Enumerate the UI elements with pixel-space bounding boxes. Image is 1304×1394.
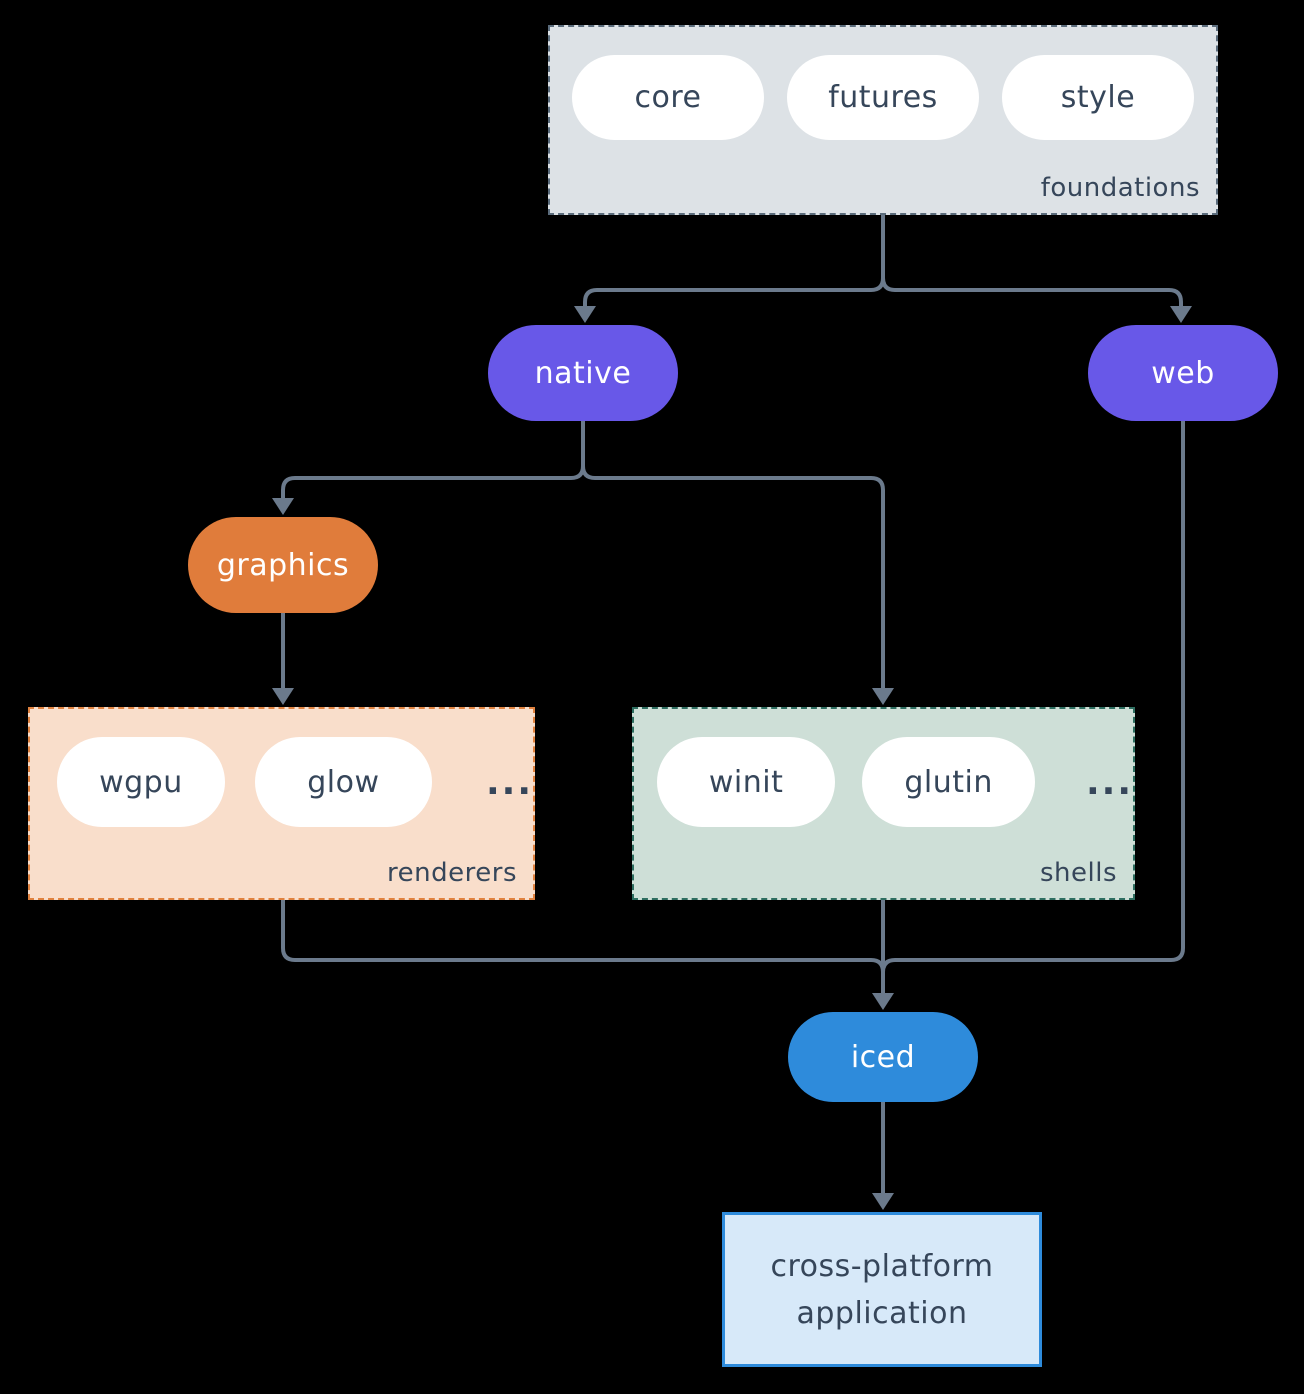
node-style: style xyxy=(1002,55,1194,140)
edge-renderers-to-iced xyxy=(281,900,885,973)
node-iced: iced xyxy=(788,1012,978,1102)
edge-native-to-graphics xyxy=(281,420,585,501)
node-glow: glow xyxy=(254,737,432,827)
shells-group: winit glutin ... shells xyxy=(632,707,1135,900)
cross-platform-application-box: cross-platform application xyxy=(722,1212,1042,1367)
edge-foundations-to-native xyxy=(583,215,885,309)
arrowhead-native xyxy=(574,306,596,323)
arrowhead-application xyxy=(872,1193,894,1210)
renderers-pill-row: wgpu glow ... xyxy=(30,709,533,827)
renderers-label: renderers xyxy=(387,858,517,888)
node-graphics: graphics xyxy=(188,517,378,613)
arrowhead-shells xyxy=(872,688,894,705)
node-futures: futures xyxy=(787,55,979,140)
node-glutin: glutin xyxy=(862,737,1035,827)
arrowhead-graphics xyxy=(272,498,294,515)
shells-pill-row: winit glutin ... xyxy=(634,709,1133,827)
foundations-label: foundations xyxy=(1040,173,1200,203)
shells-ellipsis: ... xyxy=(1085,761,1133,803)
renderers-ellipsis: ... xyxy=(485,761,533,803)
node-web: web xyxy=(1088,325,1278,421)
shells-label: shells xyxy=(1039,858,1117,888)
arrowhead-renderers xyxy=(272,688,294,705)
application-label-line2: application xyxy=(796,1295,968,1331)
edge-native-to-shells xyxy=(581,465,885,691)
application-label-line1: cross-platform xyxy=(770,1248,994,1284)
foundations-group: core futures style foundations xyxy=(548,25,1218,215)
node-wgpu: wgpu xyxy=(57,737,225,827)
foundations-pill-row: core futures style xyxy=(550,27,1216,140)
node-winit: winit xyxy=(657,737,836,827)
arrowhead-web xyxy=(1170,306,1192,323)
node-native: native xyxy=(488,325,678,421)
arrowhead-iced xyxy=(872,993,894,1010)
node-core: core xyxy=(572,55,764,140)
edge-foundations-to-web xyxy=(881,277,1183,309)
renderers-group: wgpu glow ... renderers xyxy=(28,707,535,900)
